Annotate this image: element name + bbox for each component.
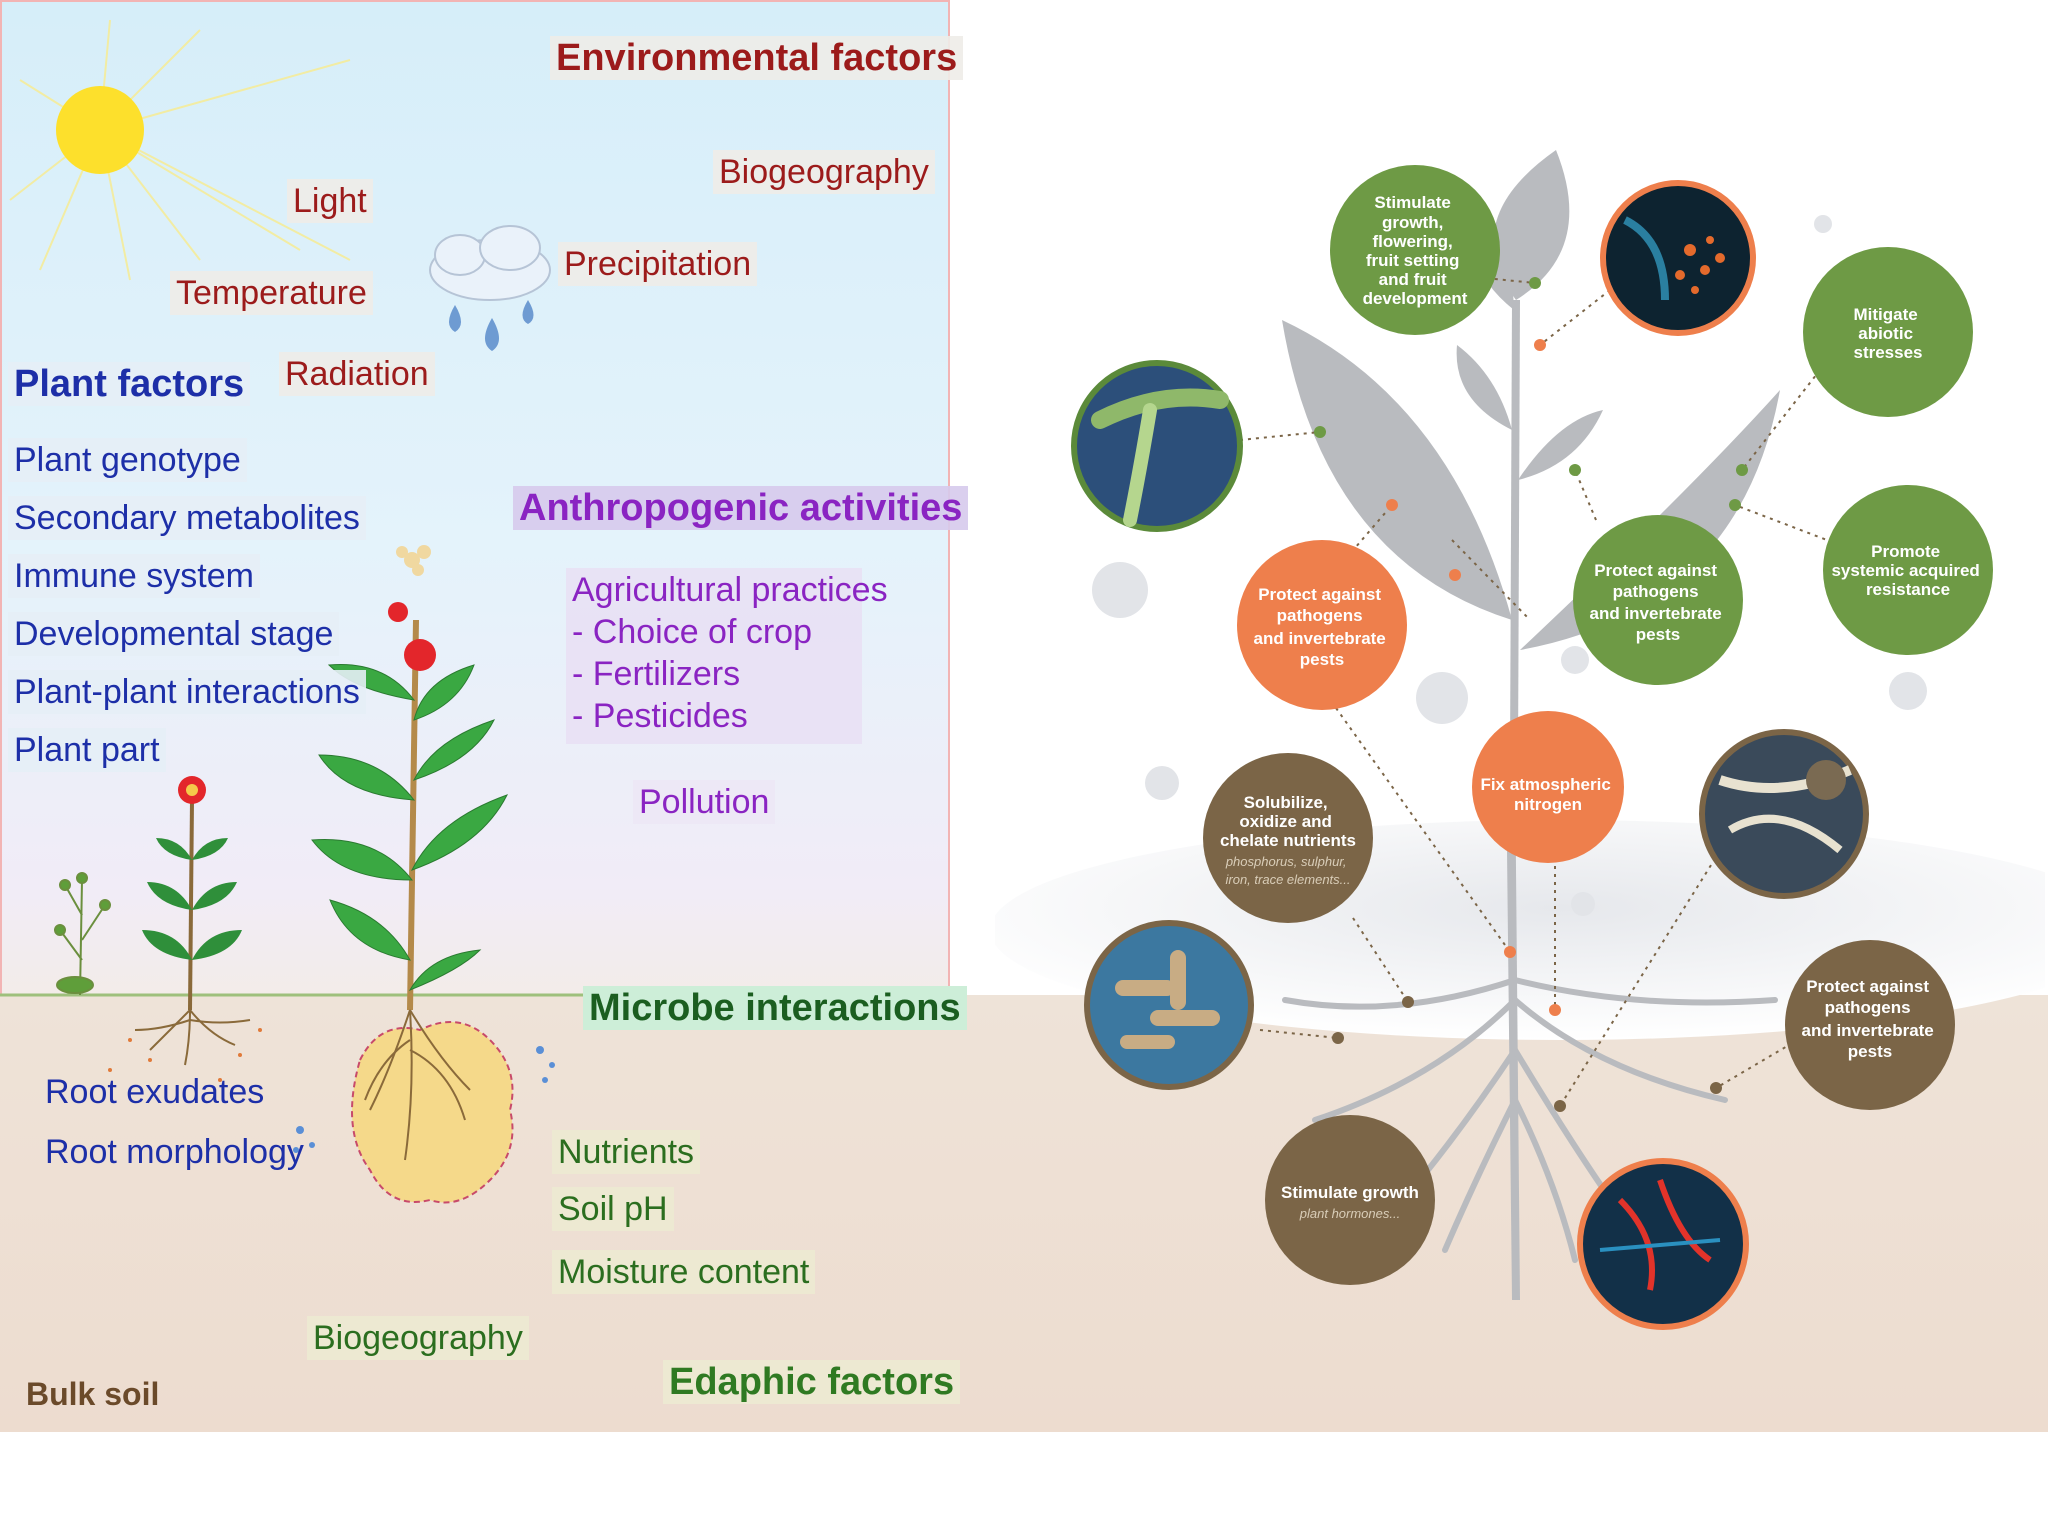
sun-icon — [56, 86, 144, 174]
stimulate-growth-circle — [1265, 1115, 1435, 1285]
root-exudates-label: Root exudates — [45, 1073, 265, 1111]
pesticides-label: - Pesticides — [572, 697, 748, 735]
fix-nitrogen-text: Fix atmospheric nitrogen — [1480, 775, 1615, 814]
solubilize-sub-text: phosphorus, sulphur, iron, trace element… — [1225, 854, 1351, 887]
moisture-content-label: Moisture content — [552, 1250, 816, 1294]
solubilize-text: Solubilize, oxidize and chelate nutrient… — [1220, 793, 1356, 850]
cloud-icon — [429, 225, 551, 301]
nutrients-label: Nutrients — [552, 1130, 701, 1174]
stimulate-flowering-text: Stimulate growth, flowering, fruit setti… — [1363, 193, 1468, 308]
raindrops-icon — [449, 300, 534, 351]
mitigate-circle — [1803, 247, 1973, 417]
left-panel: Environmental factors Light Temperature … — [0, 0, 2048, 1432]
rhizosphere-icon — [351, 1021, 514, 1204]
right-illustration: Stimulate growth, flowering, fruit setti… — [995, 150, 2045, 1330]
developmental-stage-label: Developmental stage — [8, 612, 340, 656]
protect-green-text: Protect against pathogens and invertebra… — [1590, 561, 1727, 644]
env-temperature-label: Temperature — [170, 271, 373, 315]
anthropogenic-activities-heading: Anthropogenic activities — [513, 486, 969, 530]
bulk-soil-label: Bulk soil — [26, 1376, 160, 1412]
protect-brown-circle — [1785, 940, 1955, 1110]
immune-system-label: Immune system — [8, 554, 260, 598]
protect-orange-circle — [1237, 540, 1407, 710]
stimulate-growth-sub-text: plant hormones... — [1299, 1206, 1400, 1221]
roots-icon — [1282, 977, 1778, 1263]
env-radiation-label: Radiation — [279, 352, 435, 396]
agricultural-practices-box: Agricultural practices - Choice of crop … — [566, 568, 888, 744]
env-light-label: Light — [287, 179, 373, 223]
tomato-plant-icon — [293, 545, 555, 1204]
stimulate-flowering-circle — [1330, 165, 1500, 335]
fix-nitrogen-circle — [1472, 711, 1624, 863]
micrograph-root-hairs-icon — [1699, 729, 1869, 899]
micrograph-orange-bacteria-icon — [1600, 180, 1756, 336]
protect-orange-text: Protect against pathogens and invertebra… — [1254, 585, 1391, 669]
left-illustration — [0, 19, 950, 1204]
protect-brown-text: Protect against pathogens and invertebra… — [1802, 977, 1939, 1061]
agricultural-practices-label: Agricultural practices — [572, 571, 888, 609]
pollution-label: Pollution — [633, 780, 776, 824]
micrograph-rod-bacteria-icon — [1084, 920, 1254, 1090]
promote-text: Promote systemic acquired resistance — [1831, 542, 1984, 599]
flowering-plant-icon — [108, 776, 262, 1082]
env-precipitation-label: Precipitation — [558, 242, 758, 286]
plant-plant-interactions-label: Plant-plant interactions — [8, 670, 366, 714]
bubbles-icon — [1092, 215, 1927, 916]
root-morphology-label: Root morphology — [45, 1133, 304, 1171]
env-biogeography-label: Biogeography — [713, 150, 935, 194]
plant-part-label: Plant part — [8, 728, 166, 772]
mitigate-text: Mitigate abiotic stresses — [1853, 305, 1922, 362]
connector-dots — [1314, 277, 1748, 1112]
fertilizers-label: - Fertilizers — [572, 655, 741, 693]
protect-green-circle — [1573, 515, 1743, 685]
micrograph-fungi-icon — [1071, 360, 1243, 532]
soil-ph-label: Soil pH — [552, 1187, 674, 1231]
promote-circle — [1823, 485, 1993, 655]
microbe-interactions-heading: Microbe interactions — [583, 986, 967, 1030]
soil-biogeography-label: Biogeography — [307, 1316, 529, 1360]
secondary-metabolites-label: Secondary metabolites — [8, 496, 366, 540]
environmental-factors-heading: Environmental factors — [550, 36, 964, 80]
choice-of-crop-label: - Choice of crop — [572, 613, 812, 651]
small-plant-icon — [54, 872, 111, 996]
stimulate-growth-text: Stimulate growth — [1281, 1183, 1419, 1202]
plant-genotype-label: Plant genotype — [8, 438, 247, 482]
plant-factors-heading: Plant factors — [8, 362, 251, 406]
edaphic-factors-heading: Edaphic factors — [663, 1360, 961, 1404]
micrograph-red-fungi-icon — [1577, 1158, 1749, 1330]
solubilize-circle — [1203, 753, 1373, 923]
